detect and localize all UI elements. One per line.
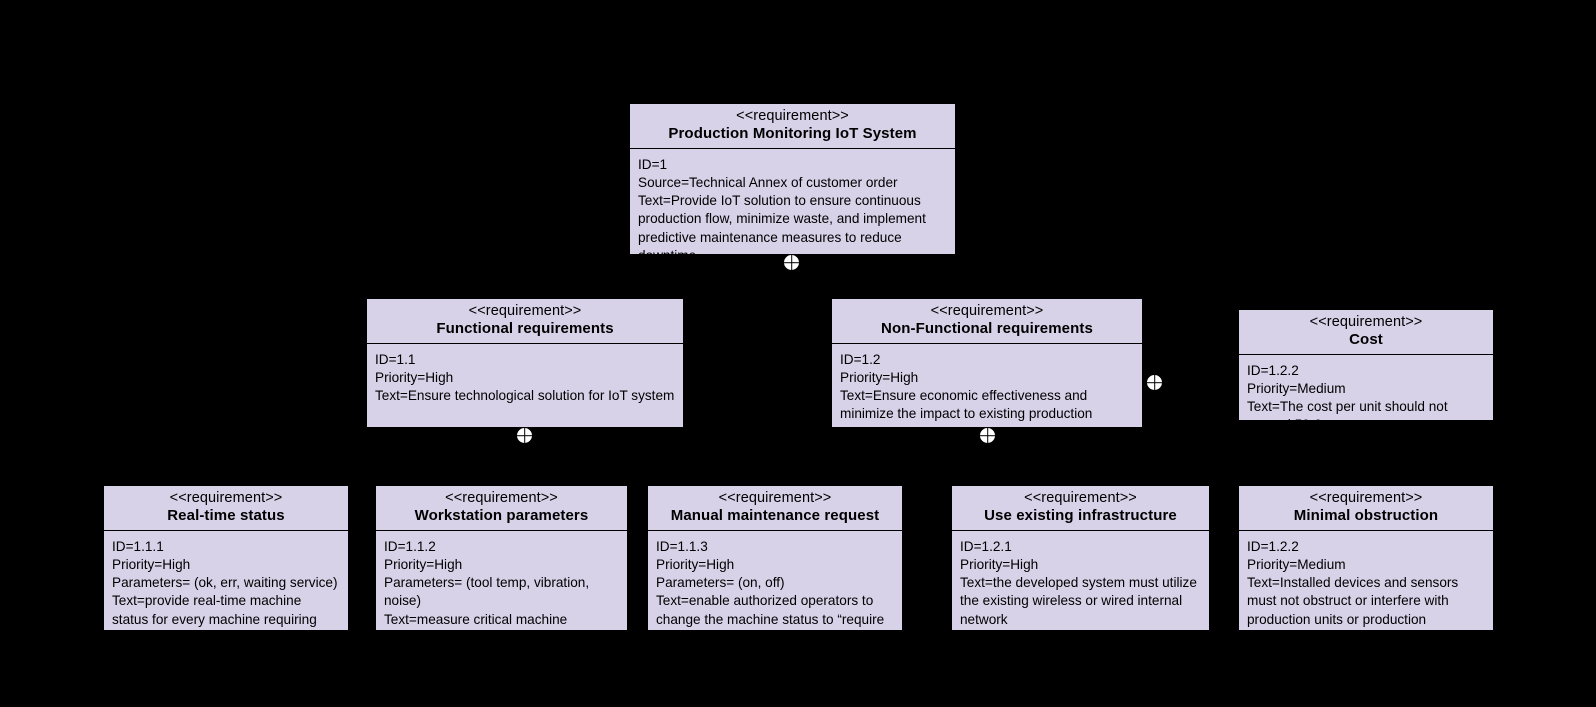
- requirement-header: <<requirement>> Workstation parameters: [376, 486, 627, 531]
- requirement-stereotype: <<requirement>>: [736, 108, 849, 124]
- containment-crosshair-icon-non-functional-bottom: [979, 427, 996, 444]
- crosshair-bar-vertical: [986, 428, 989, 443]
- edge-root-to-children: [791, 270, 792, 288]
- requirement-stereotype: <<requirement>>: [718, 490, 832, 506]
- requirement-title: Non-Functional requirements: [881, 320, 1093, 338]
- requirement-header: <<requirement>> Use existing infrastruct…: [952, 486, 1209, 531]
- requirement-body: ID=1.2.1 Priority=High Text=the develope…: [960, 538, 1197, 627]
- requirement-header: <<requirement>> Real-time status: [104, 486, 348, 531]
- requirement-node-real-time-status[interactable]: <<requirement>> Real-time status ID=1.1.…: [103, 485, 349, 645]
- edge-functional-to-children: [524, 441, 525, 459]
- requirement-title: Cost: [1349, 331, 1383, 349]
- edge-nonfunctional-to-cost: [1163, 382, 1238, 383]
- requirement-header: <<requirement>> Non-Functional requireme…: [832, 299, 1142, 344]
- requirement-header: <<requirement>> Minimal obstruction: [1239, 486, 1493, 531]
- requirement-stereotype: <<requirement>>: [445, 490, 558, 506]
- requirement-header: <<requirement>> Manual maintenance reque…: [648, 486, 902, 531]
- requirement-body: ID=1.2.2 Priority=Medium Text=Installed …: [1247, 538, 1459, 645]
- requirement-body: ID=1.1.1 Priority=High Parameters= (ok, …: [112, 538, 338, 645]
- requirement-title: Manual maintenance request: [670, 507, 880, 525]
- requirement-node-use-existing-infrastructure[interactable]: <<requirement>> Use existing infrastruct…: [951, 485, 1210, 631]
- requirement-node-manual-maintenance-request[interactable]: <<requirement>> Manual maintenance reque…: [647, 485, 903, 645]
- requirement-body: ID=1.1.3 Priority=High Parameters= (on, …: [656, 538, 885, 645]
- requirement-title: Functional requirements: [436, 320, 614, 338]
- requirement-stereotype: <<requirement>>: [1024, 490, 1137, 506]
- requirement-header: <<requirement>> Functional requirements: [367, 299, 683, 344]
- crosshair-bar-vertical: [1153, 375, 1156, 390]
- edge-nonfunctional-to-children: [987, 441, 988, 459]
- requirement-stereotype: <<requirement>>: [1309, 314, 1423, 330]
- requirement-header: <<requirement>> Cost: [1239, 310, 1493, 355]
- requirement-node-functional-requirements[interactable]: <<requirement>> Functional requirements …: [366, 298, 684, 428]
- requirement-title: Real-time status: [167, 507, 285, 525]
- requirement-body: ID=1.1 Priority=High Text=Ensure technol…: [375, 351, 675, 404]
- requirement-body: ID=1.2.2 Priority=Medium Text=The cost p…: [1247, 362, 1448, 433]
- crosshair-bar-vertical: [523, 428, 526, 443]
- requirement-title: Production Monitoring IoT System: [668, 125, 917, 143]
- requirement-stereotype: <<requirement>>: [1309, 490, 1423, 506]
- requirement-stereotype: <<requirement>>: [930, 303, 1044, 319]
- requirement-title: Use existing infrastructure: [984, 507, 1177, 525]
- requirement-body: ID=1.2 Priority=High Text=Ensure economi…: [840, 351, 1093, 440]
- containment-crosshair-icon-non-functional-right: [1146, 374, 1163, 391]
- containment-crosshair-icon-root: [783, 254, 800, 271]
- requirement-title: Minimal obstruction: [1293, 507, 1439, 525]
- requirement-title: Workstation parameters: [414, 507, 589, 525]
- requirement-node-non-functional-requirements[interactable]: <<requirement>> Non-Functional requireme…: [831, 298, 1143, 440]
- requirement-node-cost[interactable]: <<requirement>> Cost ID=1.2.2 Priority=M…: [1238, 309, 1494, 432]
- requirement-stereotype: <<requirement>>: [169, 490, 283, 506]
- requirement-body: ID=1 Source=Technical Annex of customer …: [638, 156, 926, 263]
- requirement-node-production-monitoring-iot-system[interactable]: <<requirement>> Production Monitoring Io…: [629, 103, 956, 263]
- containment-crosshair-icon-functional: [516, 427, 533, 444]
- requirement-body: ID=1.1.2 Priority=High Parameters= (tool…: [384, 538, 617, 664]
- requirement-node-minimal-obstruction[interactable]: <<requirement>> Minimal obstruction ID=1…: [1238, 485, 1494, 645]
- crosshair-bar-vertical: [790, 255, 793, 270]
- requirement-stereotype: <<requirement>>: [468, 303, 582, 319]
- requirement-header: <<requirement>> Production Monitoring Io…: [630, 104, 955, 149]
- requirement-node-workstation-parameters[interactable]: <<requirement>> Workstation parameters I…: [375, 485, 628, 663]
